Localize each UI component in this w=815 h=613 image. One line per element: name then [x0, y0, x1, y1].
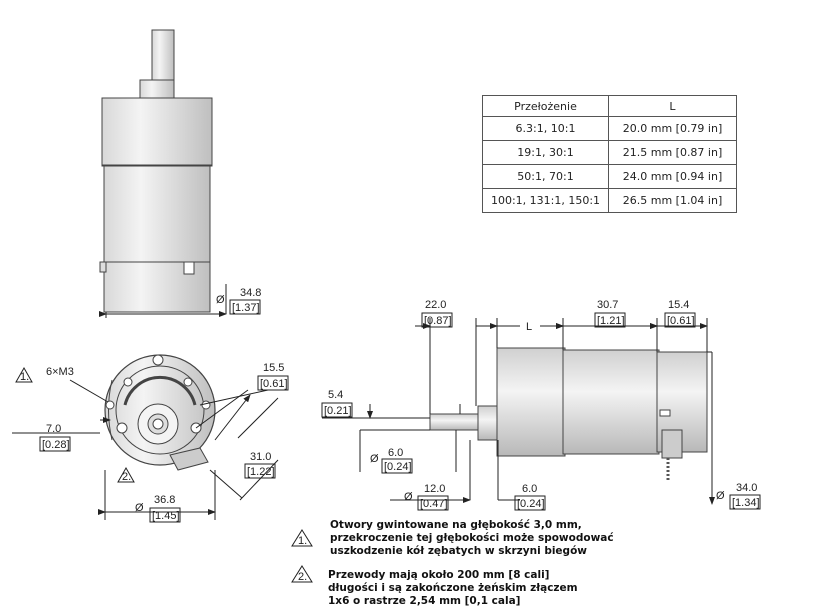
- note-1-line: Otwory gwintowane na głębokość 3,0 mm,: [330, 519, 582, 531]
- shaft-54-inch: [0.21]: [324, 405, 352, 417]
- front-368-value: 36.8: [154, 494, 175, 506]
- hub-len6-value: 6.0: [522, 483, 537, 495]
- front-7-inch: [0.28]: [42, 439, 70, 451]
- note1-marker-num: 1.: [20, 371, 29, 383]
- front-155-inch: [0.61]: [260, 378, 288, 390]
- body-dia34-value: 34.0: [736, 482, 757, 494]
- table-cell: 20.0 mm [0.79 in]: [608, 116, 737, 141]
- side-view-motor: [429, 347, 708, 480]
- dim-side-shaft: [321, 402, 546, 511]
- table-cell: 19:1, 30:1: [482, 140, 609, 165]
- note-1: Otwory gwintowane na głębokość 3,0 mm, p…: [330, 519, 630, 558]
- side-22-inch: [0.87]: [424, 315, 452, 327]
- side-154-inch: [0.61]: [667, 315, 695, 327]
- table-row: 50:1, 70:1 24.0 mm [0.94 in]: [482, 164, 737, 189]
- front-31-value: 31.0: [250, 451, 271, 463]
- table-cell: 50:1, 70:1: [482, 164, 609, 189]
- gear-ratio-table: Przełożenie L 6.3:1, 10:1 20.0 mm [0.79 …: [482, 95, 737, 213]
- body-dia34-symbol: Ø: [716, 490, 725, 502]
- front-m3-label: 6×M3: [46, 366, 74, 378]
- note2-marker-num: 2.: [122, 471, 131, 483]
- table-row: 6.3:1, 10:1 20.0 mm [0.79 in]: [482, 116, 737, 141]
- note-2-line: długości i są zakończone żeńskim złączem: [328, 582, 578, 594]
- table-header-ratio: Przełożenie: [482, 95, 609, 117]
- hub-len6-inch: [0.24]: [517, 498, 545, 510]
- table-row: 19:1, 30:1 21.5 mm [0.87 in]: [482, 140, 737, 165]
- note2-legend-num: 2.: [298, 571, 307, 583]
- shaft-dia6-symbol: Ø: [370, 453, 379, 465]
- side-307-value: 30.7: [597, 299, 618, 311]
- shaft-54-value: 5.4: [328, 389, 343, 401]
- front-31-inch: [1.22]: [247, 466, 275, 478]
- dim-side-body: [707, 351, 761, 510]
- note-2-line: Przewody mają około 200 mm [8 cali]: [328, 569, 550, 581]
- note1-legend-num: 1.: [298, 535, 307, 547]
- table-header-L: L: [608, 95, 737, 117]
- front-368-symbol: Ø: [135, 502, 144, 514]
- shaft-dia6-value: 6.0: [388, 447, 403, 459]
- note-1-line: uszkodzenie kół zębatych w skrzyni biegó…: [330, 545, 587, 557]
- front-7-value: 7.0: [46, 423, 61, 435]
- top-view-motor: [99, 29, 213, 313]
- dim-top-diameter: [99, 284, 261, 318]
- hub-dia12-value: 12.0: [424, 483, 445, 495]
- front-368-inch: [1.45]: [152, 510, 180, 522]
- side-154-value: 15.4: [668, 299, 689, 311]
- table-header-row: Przełożenie L: [482, 95, 737, 117]
- hub-dia12-symbol: Ø: [404, 491, 413, 503]
- side-L-value: L: [526, 321, 532, 333]
- table-cell: 6.3:1, 10:1: [482, 116, 609, 141]
- hub-dia12-inch: [0.47]: [420, 498, 448, 510]
- side-307-inch: [1.21]: [597, 315, 625, 327]
- top-diameter-symbol: Ø: [216, 294, 225, 306]
- table-row: 100:1, 131:1, 150:1 26.5 mm [1.04 in]: [482, 188, 737, 213]
- note-1-line: przekroczenie tej głębokości może spowod…: [330, 532, 614, 544]
- body-dia34-inch: [1.34]: [732, 497, 760, 509]
- front-view: [104, 354, 216, 471]
- table-cell: 100:1, 131:1, 150:1: [482, 188, 609, 213]
- note-markers: [15, 366, 313, 583]
- table-cell: 21.5 mm [0.87 in]: [608, 140, 737, 165]
- front-155-value: 15.5: [263, 362, 284, 374]
- table-cell: 26.5 mm [1.04 in]: [608, 188, 737, 213]
- dim-front: [12, 375, 289, 523]
- dim-side-top: [415, 312, 708, 414]
- note-2-line: 1x6 o rastrze 2,54 mm [0,1 cala]: [328, 595, 521, 607]
- top-diameter-value: 34.8: [240, 287, 261, 299]
- side-22-value: 22.0: [425, 299, 446, 311]
- top-diameter-inch: [1.37]: [232, 302, 260, 314]
- table-cell: 24.0 mm [0.94 in]: [608, 164, 737, 189]
- note-2: Przewody mają około 200 mm [8 cali] dług…: [328, 569, 628, 608]
- shaft-dia6-inch: [0.24]: [384, 461, 412, 473]
